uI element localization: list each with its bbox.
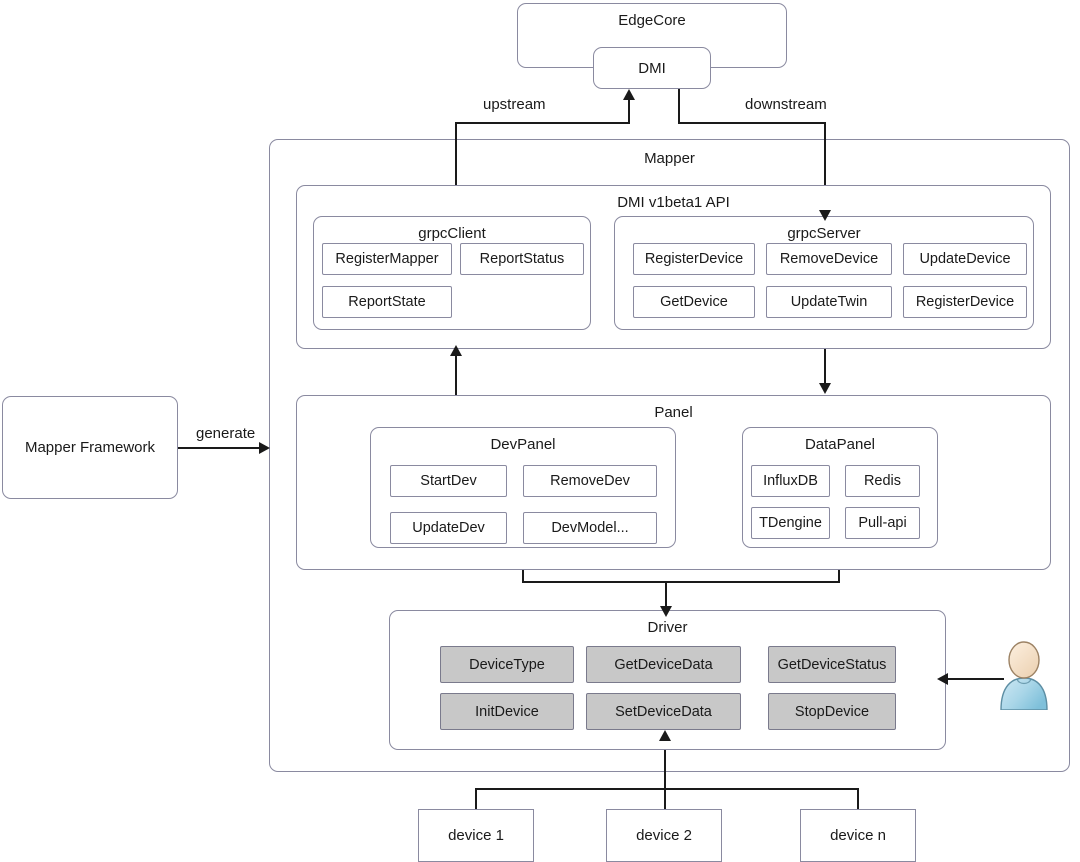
dev-panel-method-remove-dev[interactable]: RemoveDev: [523, 465, 657, 497]
edgecore-label: EdgeCore: [618, 12, 686, 29]
downstream-drop-segment: [678, 88, 680, 124]
grpc-server-method-register-device-2[interactable]: RegisterDevice: [903, 286, 1027, 318]
upstream-label: upstream: [481, 96, 548, 113]
user-avatar-icon: [995, 638, 1053, 711]
panel-label: Panel: [654, 404, 693, 421]
grpc-server-method-update-twin[interactable]: UpdateTwin: [766, 286, 892, 318]
grpc-server-method-register-device[interactable]: RegisterDevice: [633, 243, 755, 275]
panel-to-driver-arrowhead: [660, 606, 672, 617]
grpc-server-label: grpcServer: [787, 225, 861, 242]
generate-label: generate: [194, 425, 258, 442]
driver-method-get-device-status[interactable]: GetDeviceStatus: [768, 646, 896, 683]
dev-panel-method-start-dev[interactable]: StartDev: [390, 465, 507, 497]
panel-to-dmiapi-connector: [455, 355, 457, 396]
data-panel-method-tdengine[interactable]: TDengine: [751, 507, 830, 539]
panel-to-dmiapi-arrowhead: [450, 345, 462, 356]
user-to-driver-connector: [948, 678, 1004, 680]
driver-method-get-device-data[interactable]: GetDeviceData: [586, 646, 741, 683]
dmiapi-to-panel-connector: [824, 349, 826, 387]
driver-label: Driver: [647, 619, 688, 636]
data-panel-method-redis[interactable]: Redis: [845, 465, 920, 497]
panel-driver-merge-bar: [522, 581, 840, 583]
upstream-horizontal-segment: [455, 122, 630, 124]
grpc-client-method-report-status[interactable]: ReportStatus: [460, 243, 584, 275]
driver-method-stop-device[interactable]: StopDevice: [768, 693, 896, 730]
downstream-vertical-segment: [824, 122, 826, 215]
device-1-drop: [475, 788, 477, 810]
grpc-client-label: grpcClient: [418, 225, 486, 242]
grpc-server-method-get-device[interactable]: GetDevice: [633, 286, 755, 318]
grpc-client-method-report-state[interactable]: ReportState: [322, 286, 452, 318]
mapper-label: Mapper: [644, 150, 695, 167]
devices-bus-bar: [476, 788, 858, 790]
panel-to-driver-connector: [665, 581, 667, 610]
mapper-framework-label: Mapper Framework: [24, 439, 156, 456]
device-box-n[interactable]: device n: [800, 809, 916, 862]
dmi-label: DMI: [638, 59, 666, 77]
driver-method-device-type[interactable]: DeviceType: [440, 646, 574, 683]
driver-method-set-device-data[interactable]: SetDeviceData: [586, 693, 741, 730]
driver-method-init-device[interactable]: InitDevice: [440, 693, 574, 730]
downstream-horizontal-segment: [678, 122, 826, 124]
dmi-box: DMI: [593, 47, 711, 89]
dmiapi-to-panel-arrowhead: [819, 383, 831, 394]
user-to-driver-arrowhead: [937, 673, 948, 685]
devices-to-driver-arrowhead: [659, 730, 671, 741]
downstream-label: downstream: [743, 96, 829, 113]
upstream-arrowhead: [623, 89, 635, 100]
grpc-server-method-update-device[interactable]: UpdateDevice: [903, 243, 1027, 275]
grpc-server-method-remove-device[interactable]: RemoveDevice: [766, 243, 892, 275]
devices-riser-to-driver: [664, 740, 666, 811]
data-panel-method-pull-api[interactable]: Pull-api: [845, 507, 920, 539]
dev-panel-label: DevPanel: [490, 436, 556, 453]
device-box-2[interactable]: device 2: [606, 809, 722, 862]
dev-panel-method-update-dev[interactable]: UpdateDev: [390, 512, 507, 544]
dmi-api-label: DMI v1beta1 API: [617, 194, 730, 211]
device-box-1[interactable]: device 1: [418, 809, 534, 862]
mapper-framework-box: Mapper Framework: [2, 396, 178, 499]
data-panel-label: DataPanel: [804, 436, 876, 453]
downstream-arrowhead: [819, 210, 831, 221]
generate-arrowhead: [259, 442, 270, 454]
generate-connector: [178, 447, 261, 449]
dev-panel-method-dev-model[interactable]: DevModel...: [523, 512, 657, 544]
data-panel-method-influxdb[interactable]: InfluxDB: [751, 465, 830, 497]
grpc-client-method-register-mapper[interactable]: RegisterMapper: [322, 243, 452, 275]
device-n-drop: [857, 788, 859, 810]
upstream-riser-segment: [628, 100, 630, 124]
